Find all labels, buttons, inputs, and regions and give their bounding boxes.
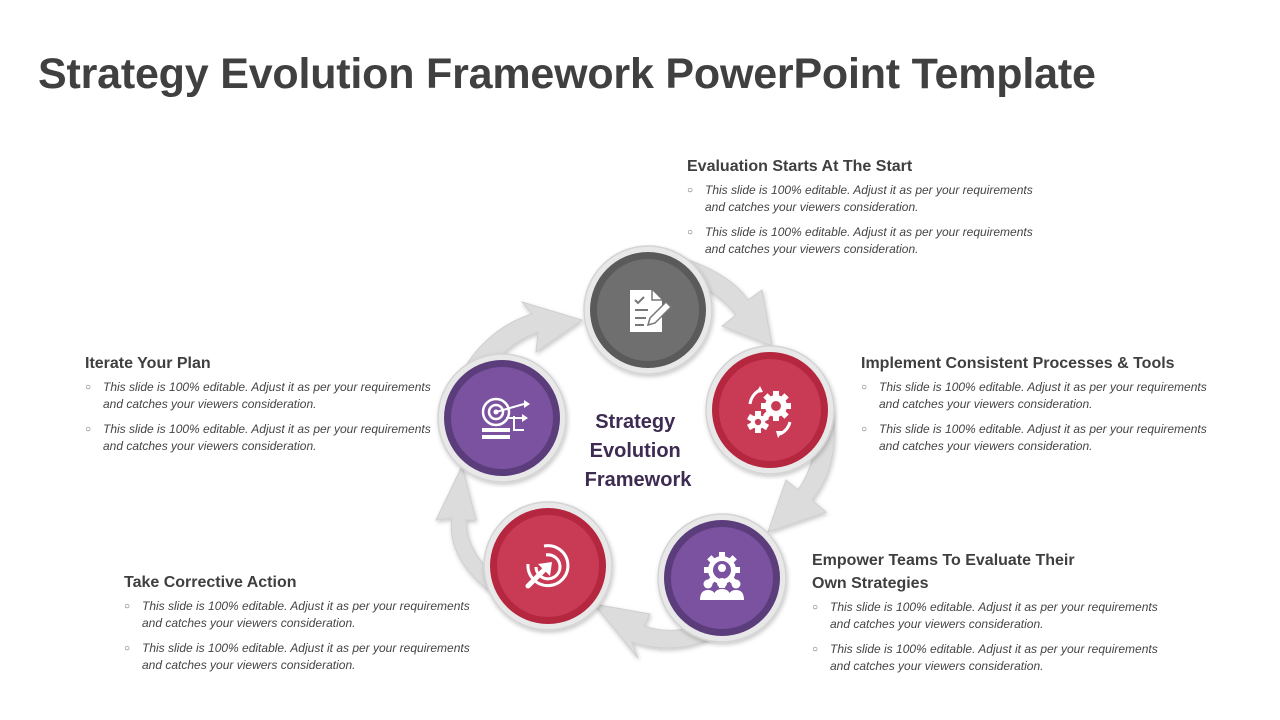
- step-2-text: Implement Consistent Processes & Tools T…: [861, 352, 1211, 463]
- target-plan-icon: [481, 397, 530, 439]
- step-3-heading-line-1: Empower Teams To Evaluate Their: [812, 552, 1075, 569]
- step-4-heading: Take Corrective Action: [124, 574, 297, 591]
- node-5-disc: [451, 367, 553, 469]
- slide-title: Strategy Evolution Framework PowerPoint …: [38, 50, 1096, 98]
- step-1-bullet-2: This slide is 100% editable. Adjust it a…: [687, 224, 1047, 258]
- gears-icon: [746, 386, 792, 438]
- step-3-bullet-1: This slide is 100% editable. Adjust it a…: [812, 599, 1172, 633]
- node-4: [483, 501, 613, 631]
- node-5: [437, 353, 567, 483]
- step-4-text: Take Corrective Action This slide is 100…: [124, 571, 484, 682]
- cycle-nodes: [437, 245, 835, 643]
- step-5-bullet-2: This slide is 100% editable. Adjust it a…: [85, 421, 445, 455]
- document-checklist-icon: [630, 290, 673, 332]
- step-2-bullet-2: This slide is 100% editable. Adjust it a…: [861, 421, 1211, 455]
- node-1: [583, 245, 713, 375]
- node-3: [657, 513, 787, 643]
- node-2: [705, 345, 835, 475]
- step-4-bullet-2: This slide is 100% editable. Adjust it a…: [124, 640, 484, 674]
- step-5-heading: Iterate Your Plan: [85, 355, 211, 372]
- team-gear-icon: [700, 552, 744, 600]
- step-2-bullet-1: This slide is 100% editable. Adjust it a…: [861, 379, 1211, 413]
- step-1-text: Evaluation Starts At The Start This slid…: [687, 155, 1047, 266]
- step-5-bullet-1: This slide is 100% editable. Adjust it a…: [85, 379, 445, 413]
- step-1-bullet-1: This slide is 100% editable. Adjust it a…: [687, 182, 1047, 216]
- step-3-heading-line-2: Own Strategies: [812, 575, 929, 592]
- step-5-text: Iterate Your Plan This slide is 100% edi…: [85, 352, 445, 463]
- step-4-bullet-1: This slide is 100% editable. Adjust it a…: [124, 598, 484, 632]
- center-label-line-3: Framework: [585, 469, 693, 491]
- target-arrow-icon: [525, 544, 570, 589]
- center-label-line-2: Evolution: [590, 440, 681, 462]
- step-1-heading: Evaluation Starts At The Start: [687, 158, 913, 175]
- step-3-bullet-2: This slide is 100% editable. Adjust it a…: [812, 641, 1172, 675]
- step-2-heading: Implement Consistent Processes & Tools: [861, 355, 1175, 372]
- center-label: Strategy Evolution Framework: [585, 411, 693, 491]
- center-label-line-1: Strategy: [595, 411, 676, 433]
